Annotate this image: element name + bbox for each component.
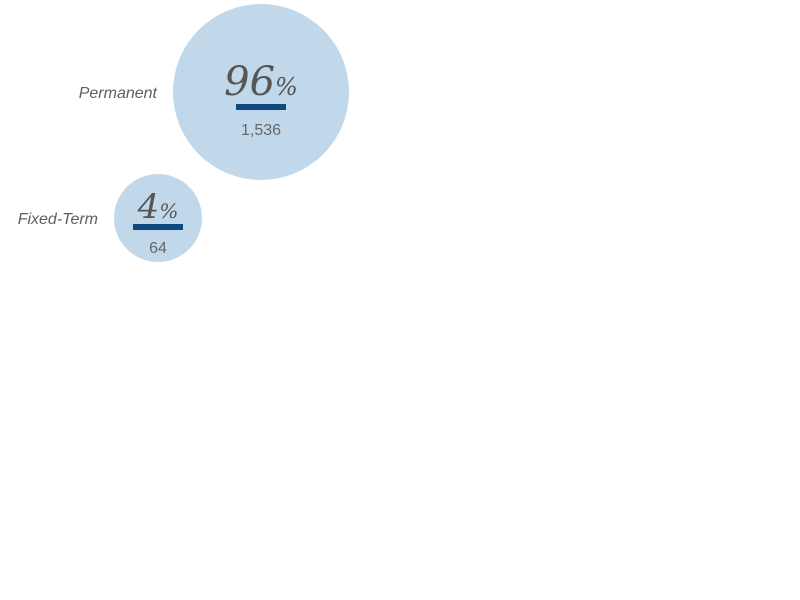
category-label-fixed-term: Fixed-Term <box>18 211 98 228</box>
bubble-fixed-term: Fixed-Term 4% 64 <box>18 174 202 262</box>
underline-bar-permanent <box>236 104 286 110</box>
count-value-permanent: 1,536 <box>241 122 281 139</box>
percent-number-fixed-term: 4 <box>137 187 160 227</box>
percent-sign-permanent: % <box>275 73 298 101</box>
percent-sign-fixed-term: % <box>159 199 178 223</box>
count-value-fixed-term: 64 <box>149 240 167 257</box>
percent-value-permanent: 96% <box>224 59 298 105</box>
underline-bar-fixed-term <box>133 224 183 230</box>
category-label-permanent: Permanent <box>79 85 158 102</box>
bubble-permanent: Permanent 96% 1,536 <box>79 4 349 180</box>
percent-value-fixed-term: 4% <box>137 187 179 227</box>
percent-number-permanent: 96 <box>224 59 275 105</box>
bubble-circle-fixed-term <box>114 174 202 262</box>
bubble-circle-permanent <box>173 4 349 180</box>
